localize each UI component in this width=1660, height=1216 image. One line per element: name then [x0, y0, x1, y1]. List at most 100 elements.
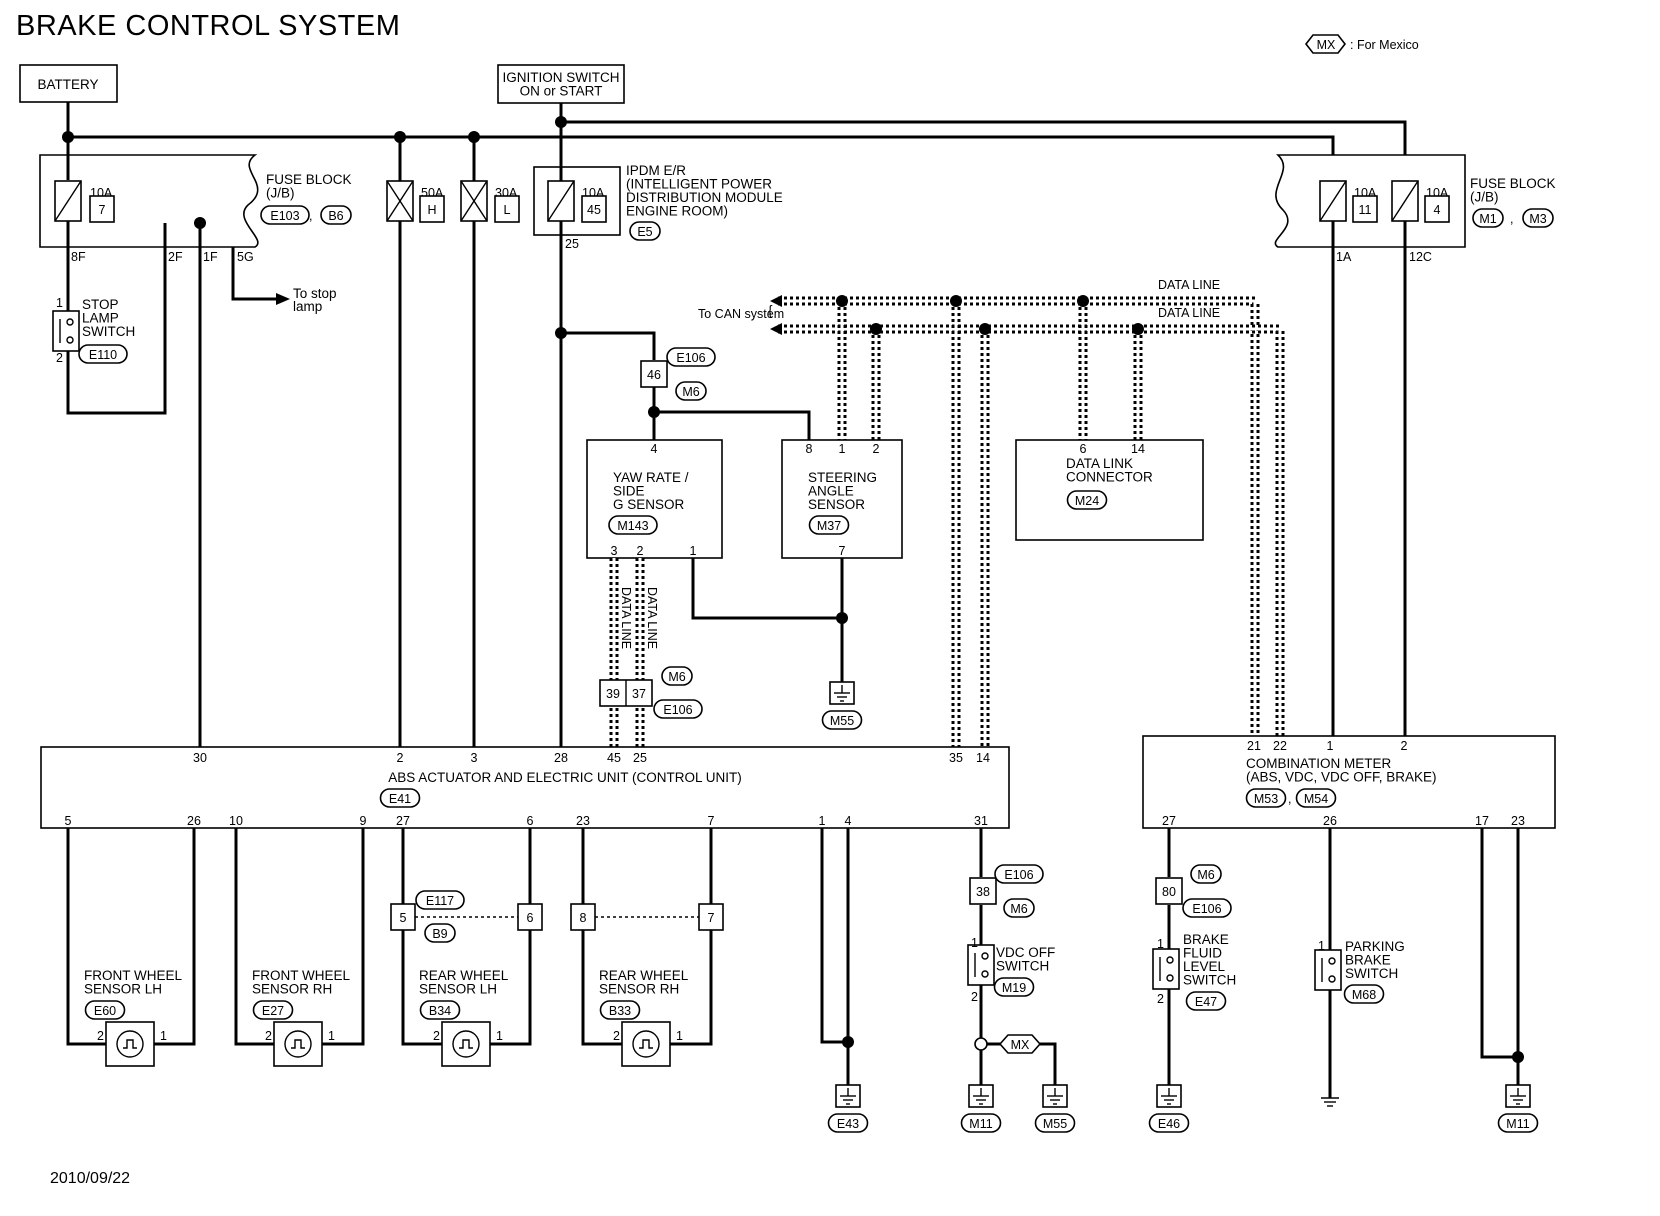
pin: 4 [845, 814, 852, 828]
page-title: BRAKE CONTROL SYSTEM [16, 10, 401, 42]
connector-m143 [608, 515, 658, 535]
connector-m6 [1003, 898, 1035, 918]
terminal-label: 12C [1409, 250, 1432, 264]
connector-e106 [666, 347, 716, 367]
wheel-sensor-label: FRONT WHEEL [84, 968, 182, 983]
junction-46: 46 [647, 368, 661, 382]
pin: 25 [633, 751, 647, 765]
battery-bus [66, 102, 1335, 180]
connector-m6: M6 [1197, 868, 1214, 882]
pin: 2 [397, 751, 404, 765]
pin: 35 [949, 751, 963, 765]
connector-m3 [1522, 208, 1554, 228]
pin: 6 [527, 814, 534, 828]
connector-e106: E106 [1192, 902, 1221, 916]
connector-b6: B6 [328, 209, 343, 223]
brake-fluid-level-switch-label: FLUID [1183, 946, 1222, 961]
fuse-block-right-label: FUSE BLOCK [1470, 176, 1556, 191]
can-high-line [778, 299, 1257, 760]
connector-e106: E106 [663, 703, 692, 717]
pin: 45 [607, 751, 621, 765]
connector-e5: E5 [637, 225, 652, 239]
wheel-speed-sensor [621, 1021, 671, 1067]
fuse-block-left-label: (J/B) [266, 186, 295, 201]
fusible-link-code: H [427, 203, 436, 217]
connector-m6 [675, 381, 707, 401]
arrow-to-stop-lamp [276, 293, 290, 305]
splice-dot [836, 295, 848, 307]
connector-e117 [415, 890, 465, 910]
steering-angle-sensor-label: STEERING [808, 470, 877, 485]
stop-lamp-switch [52, 310, 80, 352]
pin: 10 [229, 814, 243, 828]
splice-dot [842, 1036, 854, 1048]
ignition-switch-box [497, 64, 625, 104]
pin: 37 [632, 687, 646, 701]
connector-e5 [629, 221, 661, 241]
wheel-speed-sensor [452, 1030, 480, 1058]
ground-e43: E43 [837, 1117, 859, 1131]
steering-angle-sensor-label: SENSOR [808, 497, 865, 512]
connector-m6: M6 [1010, 902, 1027, 916]
terminal-label: 2F [168, 250, 183, 264]
fusible-link-code [419, 195, 445, 223]
ground-m11 [1497, 1113, 1539, 1133]
pin: 1 [676, 1029, 683, 1043]
pin: 23 [576, 814, 590, 828]
connector-e117: E117 [426, 894, 454, 908]
junction-80 [1155, 877, 1183, 905]
mx-badge [1304, 34, 1347, 54]
ground-m11: M11 [969, 1117, 992, 1131]
stop-lamp-switch-label: SWITCH [82, 324, 135, 339]
wheel-speed-sensor [291, 1039, 305, 1049]
rear-junction-pin [517, 903, 543, 931]
steering-angle-sensor-label: ANGLE [808, 484, 854, 499]
connector-e103: E103 [270, 209, 299, 223]
vdc-off-switch-label: SWITCH [996, 959, 1049, 974]
terminal-label: 1F [203, 250, 218, 264]
fuse-number: 4 [1434, 203, 1441, 217]
ground-e46: E46 [1158, 1117, 1180, 1131]
wire [691, 558, 842, 620]
ground-m55 [1034, 1113, 1076, 1133]
terminal-label: 25 [565, 237, 579, 251]
fuse-block-left-label: FUSE BLOCK [266, 172, 352, 187]
yaw-rate-sensor [586, 439, 723, 559]
pin: 1 [819, 814, 826, 828]
wheel-speed-sensor [284, 1030, 312, 1058]
pin: 27 [396, 814, 410, 828]
pin: 1 [690, 544, 697, 558]
wheel-sensor-connector: E27 [262, 1004, 284, 1018]
connector-e110 [78, 344, 128, 364]
pin: 26 [1323, 814, 1337, 828]
wire [401, 828, 442, 1046]
ground-e43 [827, 1113, 869, 1133]
junction-80: 80 [1162, 885, 1176, 899]
pin: 1 [160, 1029, 167, 1043]
junction-46 [640, 360, 668, 388]
pin: 8 [806, 442, 813, 456]
pin: 3 [611, 544, 618, 558]
wheel-sensor-label: SENSOR LH [419, 982, 497, 997]
wheel-sensor-connector [419, 1000, 461, 1020]
connector-e47: E47 [1195, 995, 1217, 1009]
pin: 2 [97, 1029, 104, 1043]
ignition-switch-label: IGNITION SWITCH [503, 70, 620, 85]
ground-m11 [960, 1113, 1002, 1133]
fuse-block-right-label: (J/B) [1470, 190, 1499, 205]
connector-m68: M68 [1352, 988, 1376, 1002]
wire [1480, 828, 1518, 1059]
pin: 2 [433, 1029, 440, 1043]
connector-m3: M3 [1529, 212, 1546, 226]
junction-38 [969, 877, 997, 905]
battery-label: BATTERY [37, 77, 98, 92]
connector-e106 [1182, 898, 1232, 918]
connector-e110: E110 [89, 348, 117, 362]
fuse-number: 7 [99, 203, 106, 217]
splice-dot [979, 323, 991, 335]
wire [654, 410, 811, 440]
data-link-connector-label: DATA LINK [1066, 456, 1133, 471]
ipdm-label: IPDM E/R [626, 163, 686, 178]
parking-brake-switch-label: BRAKE [1345, 953, 1391, 968]
pin: 2 [1401, 739, 1408, 753]
